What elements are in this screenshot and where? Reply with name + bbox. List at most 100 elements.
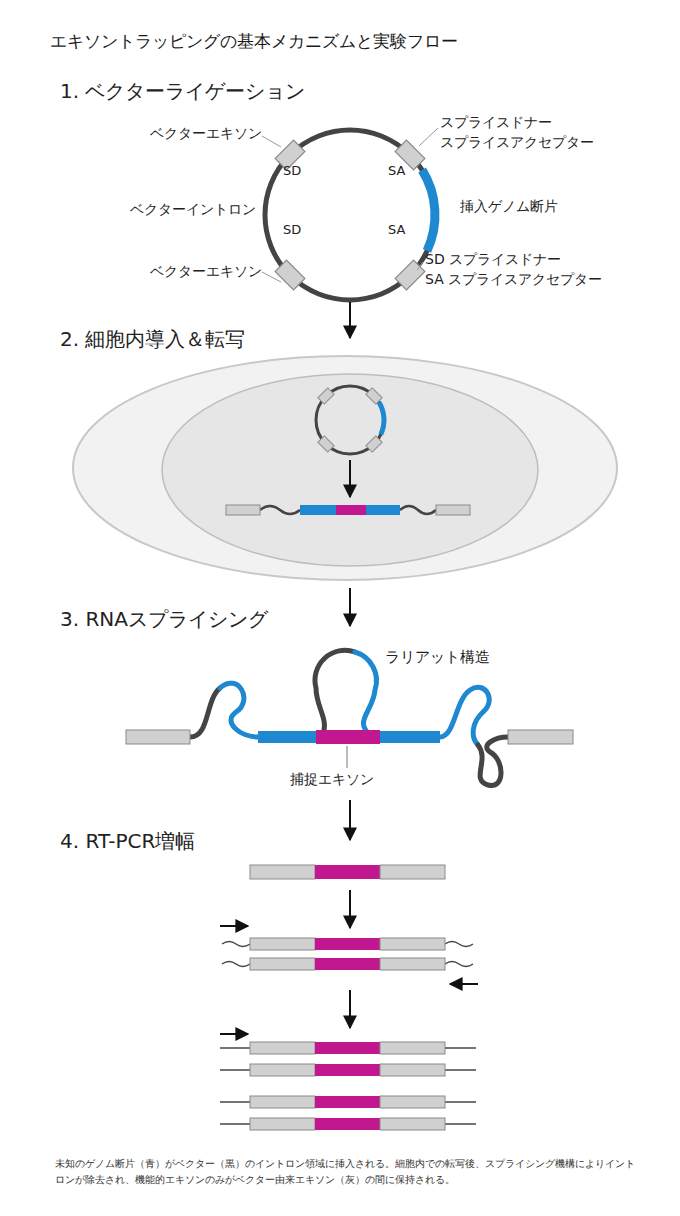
step-arrow <box>349 588 351 626</box>
leader-line <box>417 262 423 270</box>
cdna-bar <box>315 958 380 970</box>
pcr-product-bar <box>380 1118 445 1130</box>
vector-exon-box <box>318 388 382 452</box>
splicing-intermediate <box>440 687 489 745</box>
pcr-product-bar <box>315 1064 380 1076</box>
cell <box>73 356 617 580</box>
cdna-bar <box>315 938 380 950</box>
site-label: SA <box>388 222 405 239</box>
leader-line <box>262 272 281 282</box>
exon-bar <box>316 730 380 744</box>
vector-exon-box <box>275 260 305 290</box>
site-legend-text: SA スプライスアクセプター <box>425 270 602 288</box>
cdna-bar <box>250 938 445 970</box>
site-label: SD <box>283 222 301 239</box>
cdna-bar <box>250 938 315 950</box>
splicing-intermediate <box>315 650 355 736</box>
part-label: ラリアット構造 <box>385 648 490 668</box>
pcr-product-bar <box>250 1064 315 1076</box>
site-label: SA <box>388 163 405 180</box>
pre-mrna <box>260 506 300 514</box>
part-label: 挿入ゲノム断片 <box>460 197 558 215</box>
site-callout: スプライスドナー スプライスアクセプター <box>440 112 615 152</box>
vector-exon-box <box>318 388 334 404</box>
vector-plasmid-small <box>316 386 384 454</box>
exon-bar <box>126 730 573 744</box>
part-label: ベクターイントロン <box>130 200 256 218</box>
leader-line <box>347 746 348 768</box>
part-label: ベクターエキソン <box>150 262 262 280</box>
cdna-strand <box>222 942 250 947</box>
pcr-product-bar <box>315 1096 380 1108</box>
exon-bar <box>258 731 316 743</box>
primer-arrow <box>220 926 478 984</box>
splicing-intermediate <box>478 737 508 786</box>
mrna-bar <box>315 865 380 879</box>
pre-mrna <box>436 505 470 515</box>
cdna-strand <box>445 942 473 947</box>
vector-plasmid <box>262 128 438 300</box>
caption: 未知のゲノム断片（青）がベクター（黒）のイントロン領域に挿入される。細胞内での転… <box>55 1156 635 1188</box>
pre-mrna <box>226 505 470 515</box>
pre-mrna <box>226 505 260 515</box>
step-arrow <box>349 890 351 928</box>
step-arrow <box>349 460 351 497</box>
pcr-product-bar <box>250 1042 315 1054</box>
exon-bar <box>126 730 190 744</box>
vector-plasmid <box>422 170 435 251</box>
diagram-title: エキソントラッピングの基本メカニズムと実験フロー <box>50 30 458 52</box>
site-label: SD <box>283 163 301 180</box>
pcr-product-bar <box>250 1118 315 1130</box>
step-arrow <box>349 800 351 840</box>
mrna-bar <box>250 865 315 879</box>
splicing-intermediate <box>220 683 258 737</box>
vector-exon-box <box>275 140 425 290</box>
primer-arrow <box>220 925 248 927</box>
pre-mrna <box>366 505 400 515</box>
leader-line <box>419 128 438 146</box>
step-heading: 3. RNAスプライシング <box>60 606 268 632</box>
vector-plasmid-small <box>379 402 384 434</box>
cell <box>162 374 538 566</box>
pre-mrna <box>400 506 436 514</box>
step-heading: 2. 細胞内導入＆転写 <box>60 326 245 352</box>
mrna-bar <box>380 865 445 879</box>
pre-mrna <box>300 505 336 515</box>
leader-line <box>262 136 281 147</box>
step-heading: 1. ベクターライゲーション <box>60 78 305 104</box>
vector-exon-box <box>366 388 382 404</box>
pre-mrna <box>336 505 366 515</box>
splicing-intermediate <box>190 688 220 737</box>
vector-exon-box <box>366 436 382 452</box>
leader-line <box>262 128 438 282</box>
vector-exon-box <box>318 436 334 452</box>
primer-arrow <box>220 1033 248 1035</box>
vector-plasmid <box>265 130 435 300</box>
pcr-product-bar <box>315 1118 380 1130</box>
exon-bar <box>508 730 573 744</box>
pcr-product-bar <box>250 1096 315 1108</box>
part-label: ベクターエキソン <box>150 124 262 142</box>
splicing-intermediate <box>190 650 508 785</box>
part-label: 捕捉エキソン <box>290 770 374 788</box>
cdna-bar <box>250 958 315 970</box>
site-legend-text: SD スプライスドナー <box>425 250 561 268</box>
step-heading: 4. RT-PCR増幅 <box>60 828 195 854</box>
step-arrow <box>349 990 351 1028</box>
mrna-bar <box>250 865 445 879</box>
pcr-product-bar <box>315 1042 380 1054</box>
primer-arrow <box>450 983 478 985</box>
step-arrow <box>349 302 351 338</box>
pcr-product-bar <box>380 1064 445 1076</box>
pcr-product-line <box>220 1048 476 1124</box>
cdna-bar <box>380 938 445 950</box>
exon-bar <box>380 731 440 743</box>
vector-exon-box <box>395 260 425 290</box>
cdna-strand <box>222 962 250 967</box>
pcr-product-bar <box>380 1096 445 1108</box>
cell <box>73 356 617 580</box>
pcr-product-bar <box>380 1042 445 1054</box>
splicing-intermediate <box>355 652 376 736</box>
cdna-bar <box>380 958 445 970</box>
pcr-product-bar <box>250 1042 445 1130</box>
